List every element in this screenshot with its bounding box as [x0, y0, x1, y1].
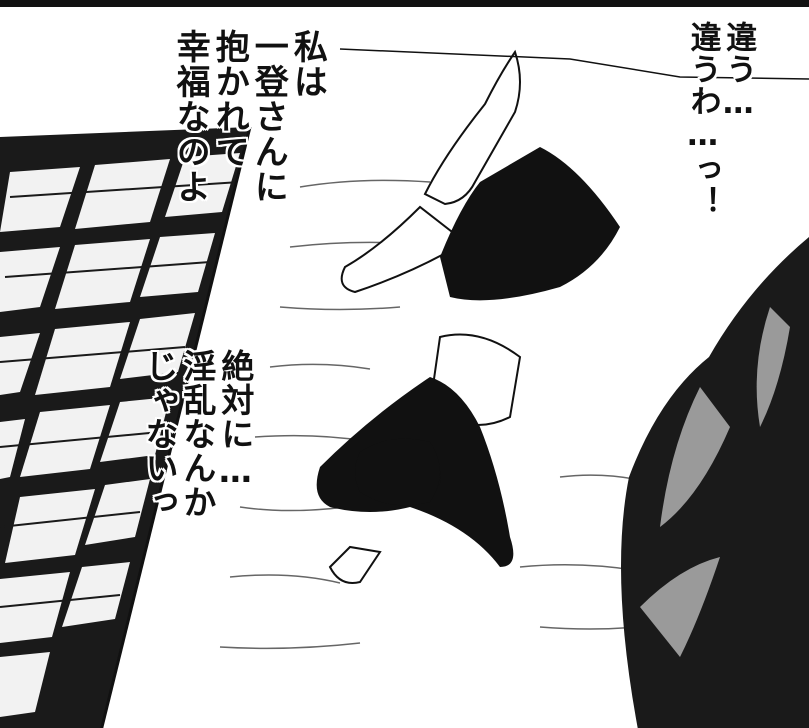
speech-line: 幸福なのよ — [170, 29, 211, 204]
wooden-floor — [0, 127, 250, 728]
panel-artwork — [0, 48, 809, 728]
speech-tail-lines — [339, 48, 809, 80]
speech-bubble-top: 私は 一登さんに 抱かれて 幸福なのよ — [170, 29, 328, 204]
woman-figure — [316, 49, 620, 584]
speech-line: 淫乱なんか — [177, 349, 217, 519]
foreground-figure — [621, 237, 809, 728]
speech-line: 一登さんに — [248, 29, 289, 204]
speech-line: 抱かれて — [209, 29, 250, 169]
speech-line: 私は — [287, 29, 328, 99]
speech-bubble-middle: 絶対に… 淫乱なんか じゃないっ — [139, 349, 255, 519]
speech-line: じゃないっ — [139, 349, 179, 519]
speech-bubble-right: 違う… 違うわ…っ！ — [684, 21, 757, 218]
speech-line: 違うわ…っ！ — [684, 21, 721, 218]
speech-line: 絶対に… — [215, 349, 255, 491]
speech-line: 違う… — [720, 21, 757, 122]
